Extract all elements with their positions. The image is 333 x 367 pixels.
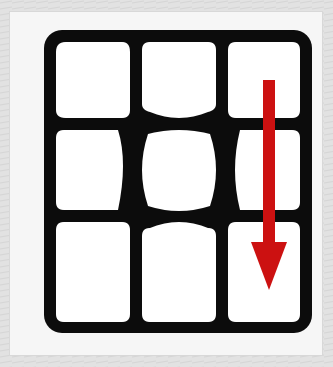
cube-face-diagram [44, 30, 312, 333]
sticker-r1c2 [142, 42, 216, 118]
sticker-r1c1 [56, 42, 130, 118]
sticker-r2c2 [142, 130, 216, 211]
sticker-r3c1 [56, 222, 130, 322]
sticker-r2c1 [56, 130, 123, 210]
arrow-shaft [263, 80, 275, 250]
sticker-r3c2 [142, 222, 216, 322]
